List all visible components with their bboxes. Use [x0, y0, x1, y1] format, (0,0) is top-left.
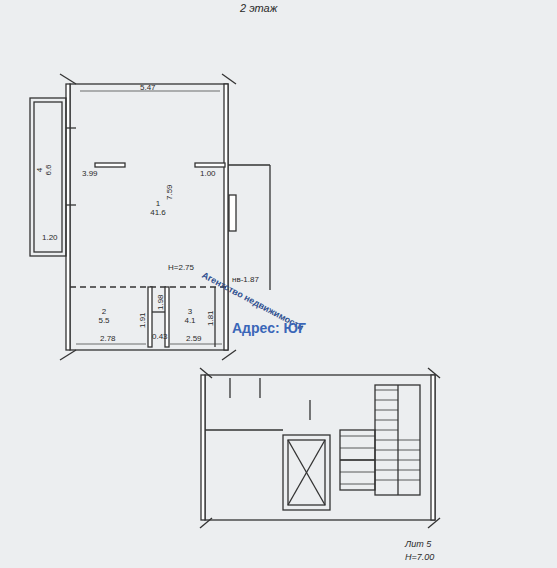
- room-label: 141.6: [148, 200, 168, 218]
- dimension: 1.20: [42, 234, 58, 242]
- room-number: 1: [148, 200, 168, 209]
- dimension: 5.47: [140, 84, 156, 92]
- sheet-label: Н=7.00: [405, 553, 434, 562]
- dimension: 2.78: [100, 335, 116, 343]
- room-area: 5.5: [96, 317, 112, 326]
- room-label: 34.1: [182, 308, 198, 326]
- dimension: 1.98: [157, 294, 165, 310]
- room-number: 3: [182, 308, 198, 317]
- apartment-walls: [70, 84, 228, 350]
- dimension: 3.99: [82, 170, 98, 178]
- dimension: 1.81: [207, 310, 215, 326]
- room-label: 25.5: [96, 308, 112, 326]
- room-area: 6.6: [45, 162, 54, 178]
- stairwell: [205, 375, 435, 520]
- dimension: 7.59: [166, 184, 174, 200]
- balcony: [30, 98, 66, 256]
- room-number: 4: [36, 162, 45, 178]
- note: нв-1.87: [232, 276, 259, 284]
- dimension: 1.00: [200, 170, 216, 178]
- room-label: 46.6: [36, 162, 54, 178]
- dimension: 0.43: [152, 333, 168, 341]
- watermark: Адрес: ЮГ: [232, 320, 306, 336]
- room-area: 4.1: [182, 317, 198, 326]
- elevator: [283, 435, 330, 510]
- room-number: 2: [96, 308, 112, 317]
- ceiling-height: H=2.75: [168, 264, 194, 272]
- dimension: 2.59: [186, 335, 202, 343]
- room-area: 41.6: [148, 209, 168, 218]
- dimension: 1.91: [139, 312, 147, 328]
- sheet-label: Лит 5: [405, 540, 431, 549]
- plan-title: 2 этаж: [240, 3, 277, 14]
